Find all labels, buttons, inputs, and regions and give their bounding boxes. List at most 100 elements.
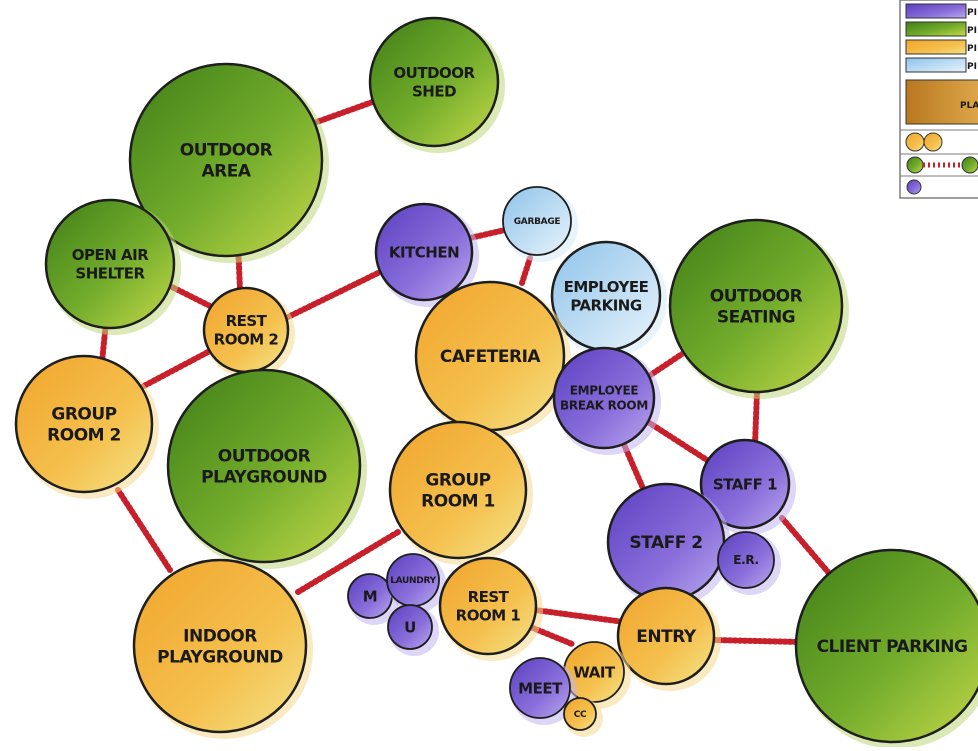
- bubble-label: KITCHEN: [389, 243, 459, 261]
- legend-swatch-purple: [905, 3, 967, 19]
- bubble-circle: [552, 346, 656, 450]
- bubble-circle: [668, 218, 844, 394]
- bubble-label: PLAYGROUND: [157, 648, 283, 668]
- link-restroom2-kitchen: [283, 269, 383, 321]
- bubble-circle: [509, 657, 571, 719]
- legend-label-3: PI: [967, 44, 977, 54]
- bubble-label: BREAK ROOM: [560, 399, 648, 413]
- bubble-u: U: [387, 604, 439, 656]
- bubble-kitchen: KITCHEN: [374, 202, 479, 307]
- bubble-circle: [14, 354, 154, 494]
- link-grouproom1-indoor: [295, 529, 401, 595]
- bubble-laundry: LAUNDRY: [386, 553, 446, 613]
- bubble-staff-2: STAFF 2: [606, 482, 731, 607]
- bubble-m: M: [347, 573, 399, 625]
- bubble-label: ROOM 2: [47, 426, 121, 446]
- bubble-circle: [699, 438, 791, 530]
- bubble-circle: [374, 202, 474, 302]
- bubble-circle: [128, 62, 324, 258]
- legend-label-2: PI: [967, 26, 977, 36]
- bubble-circle: [132, 558, 308, 734]
- legend-label-1: PI: [967, 8, 977, 18]
- bubble-label: EMPLOYEE: [564, 278, 649, 296]
- bubble-circle: [794, 548, 978, 744]
- bubble-label: ROOM 2: [214, 331, 279, 349]
- bubble-label: EMPLOYEE: [570, 384, 639, 398]
- link-grouproom2-indoor: [115, 487, 173, 573]
- bubble-label: SHED: [412, 83, 456, 101]
- bubble-label: E.R.: [733, 553, 759, 567]
- bubble-label: OUTDOOR: [393, 64, 475, 82]
- bubble-label: MEET: [518, 679, 563, 697]
- bubble-label: STAFF 1: [713, 475, 777, 493]
- bubble-label: OUTDOOR: [710, 286, 803, 306]
- bubble-circle: [563, 697, 597, 731]
- bubble-circle: [387, 604, 433, 650]
- bubble-label: CC: [574, 710, 587, 720]
- legend-label-5: PLA: [960, 101, 978, 111]
- bubble-circle: [166, 368, 362, 564]
- bubble-label: SHELTER: [75, 265, 145, 283]
- legend-swatch-orange: [905, 39, 967, 55]
- bubble-circle: [502, 186, 572, 256]
- legend-swatch-blue: [905, 57, 967, 73]
- bubble-garbage: GARBAGE: [502, 186, 578, 262]
- bubble-label: M: [363, 587, 377, 605]
- bubble-label: PARKING: [570, 297, 642, 315]
- bubble-label: SEATING: [717, 308, 795, 328]
- bubble-label: U: [404, 618, 416, 636]
- link-garbage-cafeteria: [519, 255, 533, 286]
- bubble-circle: [388, 420, 528, 560]
- bubble-label: ENTRY: [636, 627, 697, 647]
- bubble-client-parking: CLIENT PARKING: [794, 548, 978, 749]
- legend-green-bubble-a: [906, 156, 924, 174]
- link-kitchen-garbage: [467, 227, 508, 241]
- bubble-entry: ENTRY: [616, 586, 721, 691]
- bubble-cc: CC: [563, 697, 603, 737]
- link-restroom1-entry: [532, 607, 627, 625]
- bubble-label: CLIENT PARKING: [817, 637, 968, 657]
- bubble-circle: [616, 586, 716, 686]
- bubble-label: REST: [468, 588, 510, 606]
- legend-purple-bubble: [906, 179, 922, 195]
- bubble-label: GROUP: [51, 404, 116, 424]
- legend-swatch-green: [905, 21, 967, 37]
- bubble-staff-1: STAFF 1: [699, 438, 796, 535]
- bubble-label: OUTDOOR: [218, 446, 311, 466]
- link-restroom2-grouproom2: [137, 349, 211, 391]
- bubble-label: STAFF 2: [629, 533, 702, 553]
- bubble-circle: [438, 556, 538, 656]
- connector-links: [99, 92, 831, 647]
- legend: PI PI PI PI PLA: [899, 0, 978, 199]
- legend-swatch-brown: [905, 79, 978, 125]
- legend-orange-bubble-b: [923, 132, 943, 152]
- bubble-label: OUTDOOR: [180, 140, 273, 160]
- bubble-label: LAUNDRY: [390, 576, 436, 586]
- link-breakroom-staff1: [645, 419, 713, 465]
- bubble-label: WAIT: [573, 663, 616, 681]
- bubble-label: PLAYGROUND: [201, 468, 327, 488]
- bubble-er: E.R.: [717, 531, 781, 595]
- bubble-cafeteria: CAFETERIA: [414, 280, 571, 437]
- bubble-label: GROUP: [425, 470, 490, 490]
- bubble-circle: [368, 16, 500, 148]
- link-seating-breakroom: [643, 347, 691, 381]
- bubble-label: ROOM 1: [456, 607, 521, 625]
- bubble-meet: MEET: [509, 657, 577, 725]
- legend-label-4: PI: [967, 62, 977, 72]
- bubble-circle: [717, 531, 775, 589]
- legend-green-bubble-b: [961, 156, 978, 174]
